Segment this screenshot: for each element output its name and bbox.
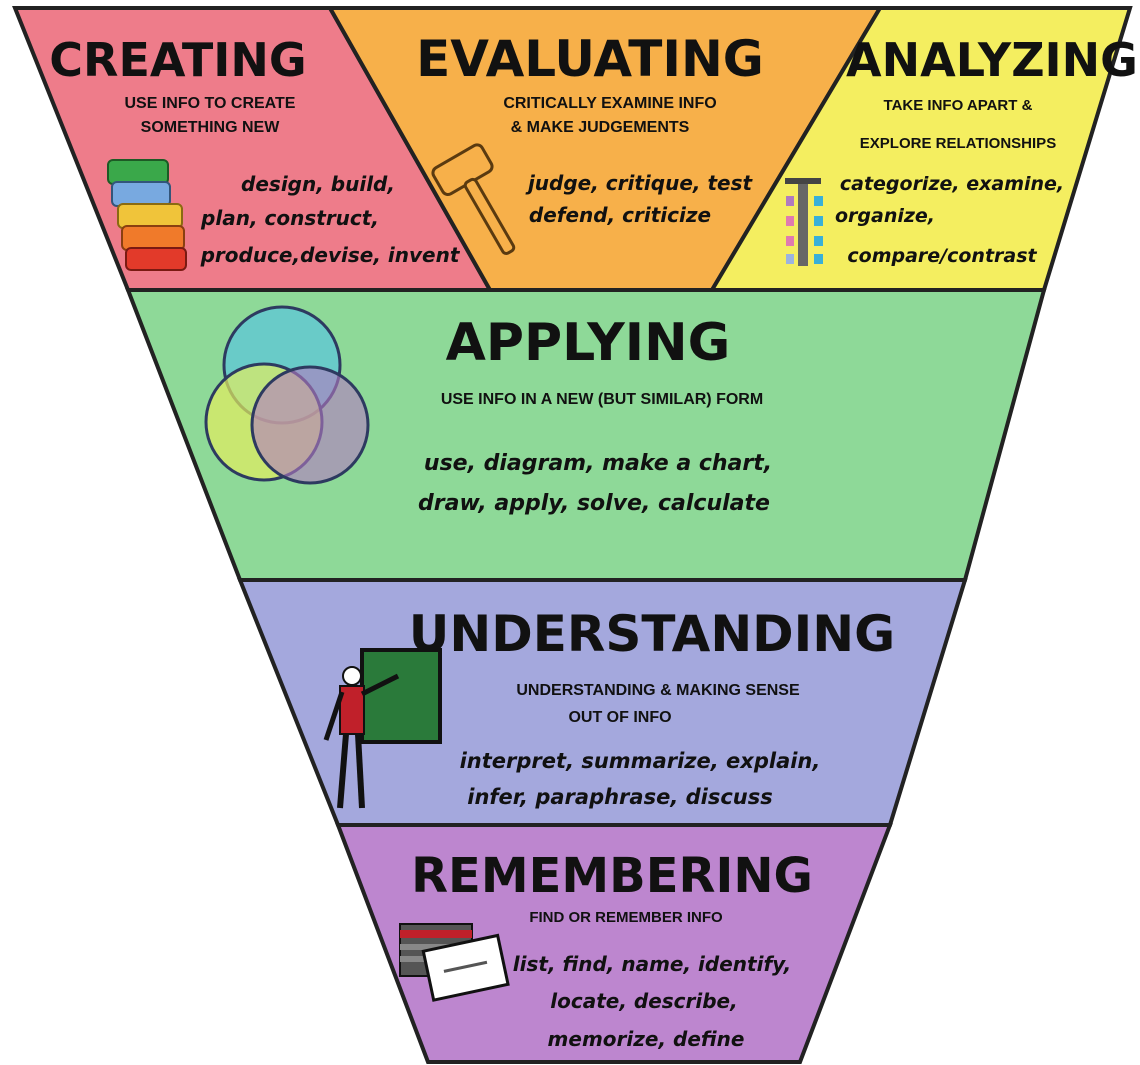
flashcards-icon <box>399 923 510 1002</box>
evaluating-title: EVALUATING <box>416 30 764 88</box>
understanding-title: UNDERSTANDING <box>409 605 895 663</box>
creating-verbs-line-2: plan, construct, <box>200 206 379 230</box>
creating-section: CREATING USE INFO TO CREATE SOMETHING NE… <box>49 33 461 271</box>
analyzing-section: ANALYZING TAKE INFO APART & EXPLORE RELA… <box>785 33 1138 267</box>
evaluating-verbs-line-1: judge, critique, test <box>525 171 754 195</box>
understanding-section: UNDERSTANDING UNDERSTANDING & MAKING SEN… <box>323 605 895 809</box>
remembering-subtitle: FIND OR REMEMBER INFO <box>529 909 723 926</box>
evaluating-verbs-line-2: defend, criticize <box>529 203 711 227</box>
analyzing-subtitle-line-2: EXPLORE RELATIONSHIPS <box>860 135 1056 152</box>
remembering-verbs-line-2: locate, describe, <box>550 989 737 1013</box>
sorting-chart-icon <box>785 178 823 266</box>
remembering-verbs-line-1: list, find, name, identify, <box>513 952 791 976</box>
creating-subtitle-line-1: USE INFO TO CREATE <box>125 95 296 112</box>
creating-subtitle-line-2: SOMETHING NEW <box>141 119 281 136</box>
evaluating-subtitle-line-2: & MAKE JUDGEMENTS <box>511 119 690 136</box>
stacked-blocks-icon <box>107 159 187 271</box>
teacher-at-board-icon <box>323 648 442 809</box>
remembering-band <box>335 823 893 1064</box>
understanding-subtitle-line-2: OUT OF INFO <box>568 709 671 726</box>
applying-title: APPLYING <box>446 313 731 373</box>
analyzing-verbs-line-1: categorize, examine, <box>840 173 1064 195</box>
evaluating-section: EVALUATING CRITICALLY EXAMINE INFO & MAK… <box>416 30 764 255</box>
applying-verbs-line-1: use, diagram, make a chart, <box>424 451 772 476</box>
analyzing-title: ANALYZING <box>846 33 1138 87</box>
creating-verbs-line-3: produce,devise, invent <box>200 243 461 267</box>
creating-title: CREATING <box>49 33 306 87</box>
remembering-section: REMEMBERING FIND OR REMEMBER INFO list, … <box>399 848 813 1051</box>
remembering-title: REMEMBERING <box>411 848 813 904</box>
understanding-verbs-line-1: interpret, summarize, explain, <box>460 749 821 773</box>
remembering-verbs-line-3: memorize, define <box>548 1027 745 1051</box>
creating-verbs-line-1: design, build, <box>241 172 395 196</box>
evaluating-subtitle-line-1: CRITICALLY EXAMINE INFO <box>503 95 716 112</box>
understanding-subtitle-line-1: UNDERSTANDING & MAKING SENSE <box>516 682 800 699</box>
gavel-icon <box>431 143 516 255</box>
understanding-verbs-line-2: infer, paraphrase, discuss <box>467 785 772 809</box>
applying-verbs-line-2: draw, apply, solve, calculate <box>418 491 770 516</box>
venn-diagram-icon <box>204 305 370 485</box>
analyzing-verbs-line-3: compare/contrast <box>847 245 1037 267</box>
applying-subtitle: USE INFO IN A NEW (BUT SIMILAR) FORM <box>441 391 763 408</box>
applying-section: APPLYING USE INFO IN A NEW (BUT SIMILAR)… <box>204 305 772 516</box>
analyzing-verbs-line-2: organize, <box>835 205 935 227</box>
analyzing-subtitle-line-1: TAKE INFO APART & <box>884 97 1033 114</box>
